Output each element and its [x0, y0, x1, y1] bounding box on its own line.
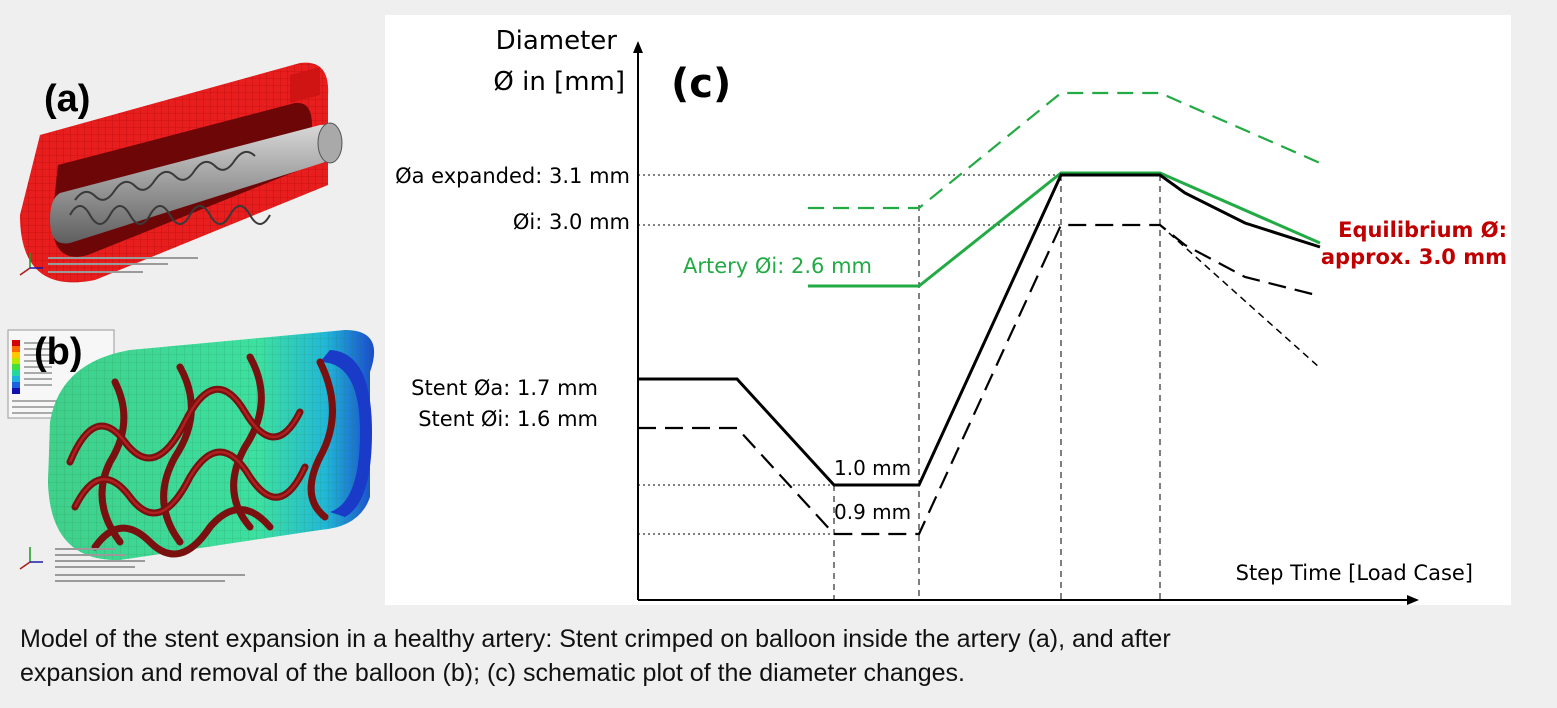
- unsupported-recoil-line: [1159, 224, 1321, 369]
- stent-outer-diameter-line: [638, 173, 1321, 487]
- artery-crimped-illustration: [19, 62, 343, 283]
- diameter-plot-panel: Diameter Ø in [mm] (c) Øa expanded: 3.1 …: [385, 15, 1511, 605]
- stent-outer-annotation: Stent Øa: 1.7 mm: [411, 376, 598, 400]
- panel-c-label: (c): [671, 61, 731, 107]
- step-boundary-lines: [833, 175, 1161, 600]
- panel-a-illustration: [0, 15, 345, 300]
- diameter-plot: Diameter Ø in [mm] (c) Øa expanded: 3.1 …: [395, 26, 1507, 605]
- panel-b-label: (b): [34, 331, 83, 373]
- artery-expanded-illustration: [7, 329, 375, 582]
- artery-inner-diameter-line: [808, 171, 1321, 288]
- caption-line-1: Model of the stent expansion in a health…: [20, 625, 1171, 653]
- equilibrium-label-line1: Equilibrium Ø:: [1338, 218, 1507, 242]
- stent-inner-diameter-line: [638, 223, 1321, 536]
- figure-caption: Model of the stent expansion in a health…: [20, 622, 1550, 690]
- panel-a-label: (a): [44, 78, 91, 120]
- x-axis-label: Step Time [Load Case]: [1236, 561, 1473, 585]
- artery-inner-initial-label: Artery Øi: 2.6 mm: [683, 254, 872, 278]
- caption-line-2: expansion and removal of the balloon (b)…: [20, 659, 965, 687]
- crimped-outer-label: 1.0 mm: [834, 456, 911, 480]
- stent-inner-annotation: Stent Øi: 1.6 mm: [418, 407, 598, 431]
- crimped-inner-label: 0.9 mm: [834, 500, 911, 524]
- horizontal-reference-lines: [638, 174, 1061, 535]
- y-axis-label-line1: Diameter: [496, 26, 618, 56]
- equilibrium-label-line2: approx. 3.0 mm: [1321, 245, 1507, 269]
- y-axis-label-line2: Ø in [mm]: [493, 67, 625, 97]
- artery-inner-annotation: Øi: 3.0 mm: [513, 210, 630, 234]
- artery-outer-diameter-line: [808, 91, 1321, 210]
- panel-b-illustration: [0, 322, 385, 590]
- artery-outer-annotation: Øa expanded: 3.1 mm: [395, 164, 630, 188]
